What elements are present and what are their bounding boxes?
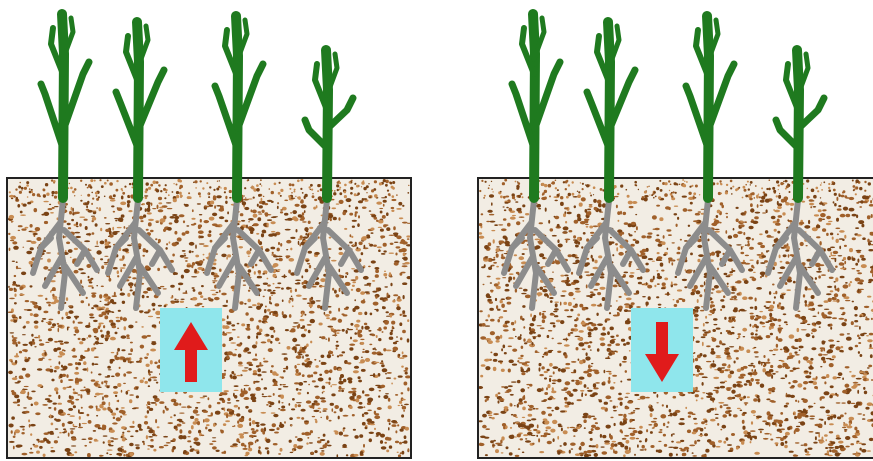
panel-svg [476,0,873,461]
plant-shoot [41,14,89,198]
plant-shoot [587,22,635,198]
plant-shoot [686,16,734,198]
plant-shoot [116,22,164,198]
panel-svg [5,0,415,461]
soil-panel-right [476,0,873,461]
plant-shoot [305,50,353,198]
plant-shoot [215,16,263,198]
soil-panel-left [5,0,415,461]
plant-shoot [776,50,824,198]
plant-shoot [512,14,560,198]
